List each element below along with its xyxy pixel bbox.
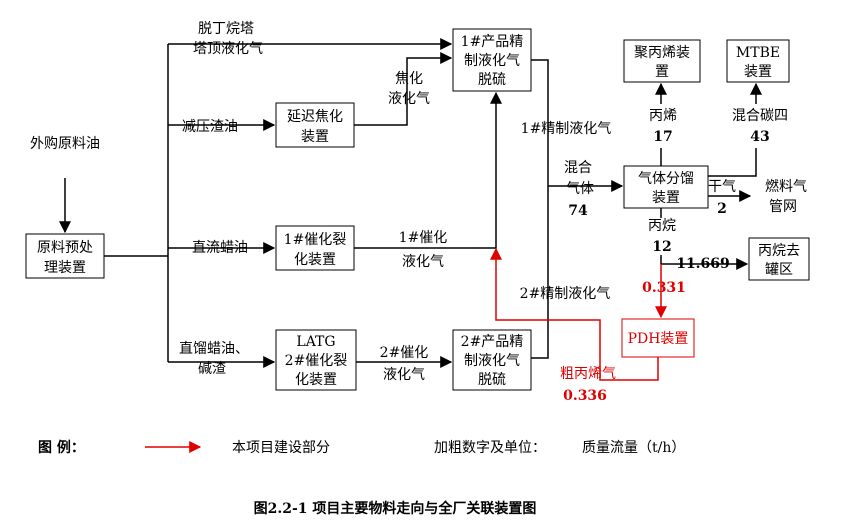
coker-lpg-arrow [354,52,453,126]
latg-label-2: 2#催化裂 [285,353,348,369]
latg-label-3: 化装置 [295,372,337,388]
mixed-label-2: 气体 [566,181,594,197]
propane-value: 12 [652,239,671,255]
propylene-label: 丙烯 [649,108,677,124]
tank-label-1: 丙烷去 [758,243,800,259]
mtbe-label-1: MTBE [736,45,780,61]
drygas-label: 干气 [708,179,736,195]
desulf1-label-2: 制液化气 [464,53,520,69]
mtbe-label-2: 装置 [744,64,772,80]
propylene-value: 17 [653,129,672,145]
coker-lpg-label-1: 焦化 [395,71,423,87]
pp-box [623,39,701,83]
crude-propylene-arrow [490,247,659,381]
figure-caption: 图2.2-1 项目主要物料走向与全厂关联装置图 [254,500,537,517]
latg-label-1: LATG [296,334,335,350]
desulf2-box [452,329,532,391]
mixed-label-1: 混合 [564,160,592,176]
debut-label-1: 脱丁烷塔 [198,21,254,37]
legend-units-value: 质量流量（t/h） [582,440,685,456]
fuel-label-2: 管网 [769,199,797,215]
pdh-label: PDH装置 [628,331,689,347]
pretreat-label-2: 理装置 [44,260,86,276]
fcc1-label-1: 1#催化裂 [284,232,347,248]
desulf1-label-1: 1#产品精 [461,34,524,50]
tank-label-2: 罐区 [765,262,793,278]
fcc1-label-2: 化装置 [294,252,336,268]
fcc1-lpg-label-2: 液化气 [402,254,444,270]
gasfrac-box [623,165,709,209]
gasfrac-label-2: 装置 [652,190,680,206]
fcc1-lpg-label-1: 1#催化 [399,230,448,246]
refined2-line [531,186,549,359]
c4-value: 43 [750,129,769,145]
legend-units-label: 加粗数字及单位： [434,440,546,456]
pdh-feed-value: 0.331 [642,280,686,296]
dist-wax-label-2: 碱渣 [198,361,226,377]
coker-label-2: 装置 [301,129,329,145]
fcc2-lpg-label-1: 2#催化 [380,345,429,361]
desulf2-label-1: 2#产品精 [461,334,524,350]
refined1-line [531,59,549,186]
fuel-label-1: 燃料气 [765,178,807,195]
fcc1-lpg-arrow [354,91,502,249]
drygas-value: 2 [717,201,727,217]
tank-box [748,237,810,281]
dist-wax-label-1: 直馏蜡油、 [179,340,249,357]
gasfrac-label-1: 气体分馏 [638,171,694,187]
feed-label-1: 外购原料油 [30,136,100,152]
refined2-label: 2#精制液化气 [520,286,611,302]
pp-label-2: 置 [655,64,669,80]
refined1-label: 1#精制液化气 [521,121,612,137]
desulf1-label-3: 脱硫 [478,72,506,88]
propane-to-tank-value: 11.669 [676,256,730,272]
coker-lpg-label-2: 液化气 [388,91,430,107]
debut-label-2: 塔顶液化气 [193,41,263,57]
mixed-value: 74 [568,203,588,219]
pp-label-1: 聚丙烯装 [634,45,690,61]
c4-line [708,148,757,177]
vacuum-label: 减压渣油 [182,119,238,135]
legend-label: 图 例： [38,439,85,456]
desulf2-label-3: 脱硫 [478,372,506,388]
mtbe-box [726,39,790,83]
straight-wax-label: 直流蜡油 [192,239,248,256]
c4-label: 混合碳四 [732,108,788,124]
desulf2-label-2: 制液化气 [464,353,520,369]
crude-propylene-value: 0.336 [563,388,607,404]
latg-box [275,329,357,391]
crude-propylene-label: 粗丙烯气 [560,366,616,382]
fcc2-lpg-label-2: 液化气 [383,367,425,383]
coker-label-1: 延迟焦化 [287,109,343,125]
pretreat-label-1: 原料预处 [37,240,93,256]
legend-project-part: 本项目建设部分 [232,440,330,456]
propane-label: 丙烷 [648,218,676,234]
